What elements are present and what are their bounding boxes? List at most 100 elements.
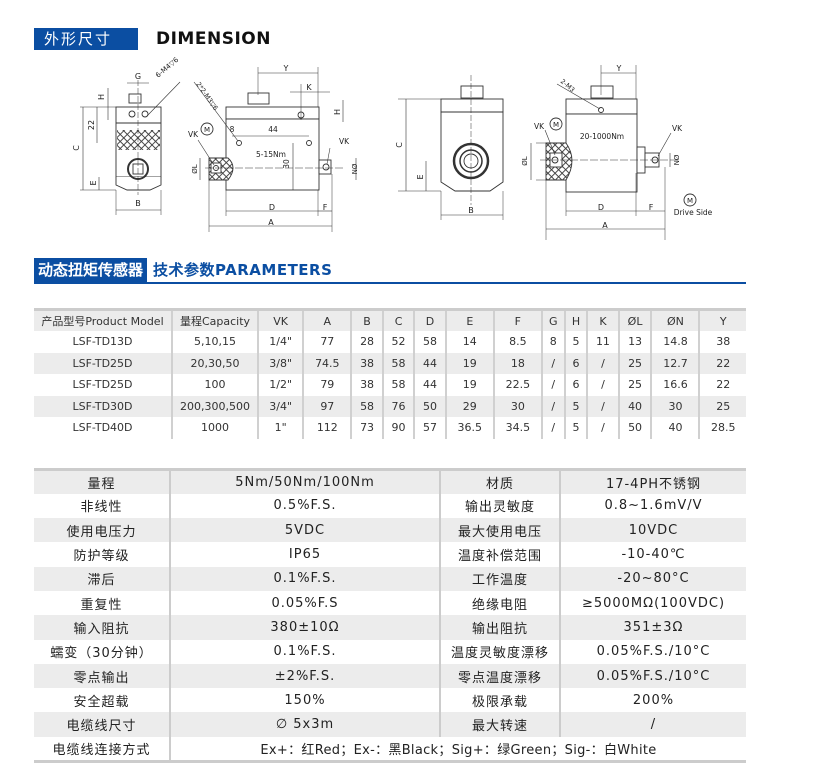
header-n: ØN bbox=[650, 309, 700, 331]
model-dimension-table: 产品型号Product Model 量程Capacity VK A B C D … bbox=[34, 308, 746, 439]
spec-row: 蠕变（30分钟） 0.1%F.S. 温度灵敏度漂移 0.05%F.S./10°C bbox=[34, 639, 746, 664]
svg-text:M: M bbox=[687, 197, 693, 205]
svg-text:Y: Y bbox=[616, 64, 622, 73]
cell-b: 38 bbox=[350, 374, 383, 396]
cell-g: / bbox=[540, 374, 565, 396]
table-row: LSF-TD25D 100 1/2" 79 38 58 44 19 22.5 /… bbox=[34, 374, 746, 396]
svg-text:6-M4▽6: 6-M4▽6 bbox=[154, 55, 180, 79]
cell-k: 11 bbox=[586, 331, 619, 353]
spec-value: -10-40℃ bbox=[621, 547, 686, 563]
cell-n: 14.8 bbox=[650, 331, 700, 353]
cell-vk: 3/4" bbox=[256, 395, 304, 417]
dimension-badge: 外形尺寸 bbox=[34, 28, 138, 50]
spec-label: 输出灵敏度 bbox=[439, 493, 561, 519]
svg-text:D: D bbox=[269, 203, 275, 212]
spec-label: 最大转速 bbox=[439, 712, 561, 737]
spec-label: 蠕变（30分钟） bbox=[34, 639, 171, 664]
spec-label: 零点温度漂移 bbox=[439, 663, 561, 689]
spec-row: 重复性 0.05%F.S 绝缘电阻 ≥5000MΩ(100VDC) bbox=[34, 590, 746, 616]
svg-text:A: A bbox=[602, 221, 608, 230]
cell-e: 14 bbox=[444, 331, 494, 353]
header-h: H bbox=[563, 309, 588, 331]
spec-row: 输入阻抗 380±10Ω 输出阻抗 351±3Ω bbox=[34, 615, 746, 640]
spec-row: 非线性 0.5%F.S. 输出灵敏度 0.8~1.6mV/V bbox=[34, 493, 746, 519]
cell-l: 50 bbox=[617, 417, 652, 439]
svg-text:22: 22 bbox=[87, 120, 96, 130]
cell-y: 22 bbox=[698, 352, 746, 374]
drawing-view-front-small: G H 22 C E B 6-M4▽6 bbox=[72, 55, 181, 215]
spec-value: 0.05%F.S bbox=[271, 595, 339, 611]
spec-label: 重复性 bbox=[34, 590, 171, 616]
cell-h: 6 bbox=[563, 374, 588, 396]
header-l: ØL bbox=[617, 309, 652, 331]
cell-capacity: 100 bbox=[171, 374, 258, 396]
cell-y: 25 bbox=[698, 395, 746, 417]
svg-text:M: M bbox=[204, 126, 210, 134]
svg-text:B: B bbox=[135, 199, 141, 208]
svg-text:5-15Nm: 5-15Nm bbox=[256, 150, 286, 159]
cell-d: 50 bbox=[413, 395, 446, 417]
cell-a: 74.5 bbox=[302, 352, 352, 374]
cell-b: 73 bbox=[350, 417, 383, 439]
table-row: LSF-TD40D 1000 1" 112 73 90 57 36.5 34.5… bbox=[34, 417, 746, 439]
svg-text:C: C bbox=[72, 145, 81, 151]
svg-text:VK: VK bbox=[672, 124, 683, 133]
svg-text:Y: Y bbox=[283, 64, 289, 73]
svg-text:H: H bbox=[97, 94, 106, 100]
spec-value: ≥5000MΩ(100VDC) bbox=[581, 595, 726, 611]
spec-label: 零点输出 bbox=[34, 663, 171, 689]
svg-text:VK: VK bbox=[188, 130, 199, 139]
spec-row: 安全超载 150% 极限承载 200% bbox=[34, 688, 746, 713]
svg-text:VK: VK bbox=[534, 122, 545, 131]
dimension-drawings: G H 22 C E B 6-M4▽6 bbox=[0, 52, 820, 252]
svg-text:B: B bbox=[468, 206, 474, 215]
header-k: K bbox=[586, 309, 619, 331]
header-f: F bbox=[492, 309, 542, 331]
spec-label: 电缆线尺寸 bbox=[34, 712, 171, 737]
spec-row: 零点输出 ±2%F.S. 零点温度漂移 0.05%F.S./10°C bbox=[34, 663, 746, 689]
cell-k: / bbox=[586, 352, 619, 374]
cell-vk: 1/4" bbox=[256, 331, 304, 353]
spec-table: 量程 5Nm/50Nm/100Nm 材质 17-4PH不锈钢 非线性 0.5%F… bbox=[34, 468, 746, 763]
spec-value: ±2%F.S. bbox=[274, 668, 336, 684]
spec-value: / bbox=[650, 717, 657, 733]
cell-c: 58 bbox=[381, 352, 415, 374]
svg-text:8: 8 bbox=[230, 125, 235, 134]
svg-text:44: 44 bbox=[268, 125, 278, 134]
dimension-title: DIMENSION bbox=[156, 29, 271, 49]
svg-text:2-M3: 2-M3 bbox=[559, 77, 577, 94]
cell-l: 40 bbox=[617, 395, 652, 417]
svg-text:VK: VK bbox=[339, 137, 350, 146]
spec-value: 0.1%F.S. bbox=[273, 571, 337, 587]
parameters-header: 动态扭矩传感器 技术参数PARAMETERS bbox=[34, 258, 746, 284]
spec-value: 150% bbox=[284, 692, 326, 708]
svg-text:30: 30 bbox=[282, 159, 291, 169]
svg-text:2*2-M3▽6: 2*2-M3▽6 bbox=[194, 81, 219, 112]
cell-vk: 3/8" bbox=[256, 352, 304, 374]
spec-label: 温度补偿范围 bbox=[439, 542, 561, 567]
spec-value: 5VDC bbox=[284, 522, 326, 538]
cell-d: 44 bbox=[413, 352, 446, 374]
cell-k: / bbox=[586, 374, 619, 396]
cell-b: 58 bbox=[350, 395, 383, 417]
spec-label: 防护等级 bbox=[34, 542, 171, 567]
wiring-value: Ex+：红Red；Ex-：黑Black；Sig+：绿Green；Sig-：白Wh… bbox=[260, 742, 657, 758]
header-c: C bbox=[381, 309, 415, 331]
cell-model: LSF-TD25D bbox=[72, 356, 133, 370]
spec-value: 200% bbox=[632, 692, 675, 708]
spec-label: 材质 bbox=[439, 469, 561, 494]
cell-model: LSF-TD25D bbox=[72, 378, 133, 392]
dimension-header: 外形尺寸 DIMENSION bbox=[34, 28, 271, 50]
spec-value: 0.1%F.S. bbox=[273, 644, 337, 660]
cell-d: 57 bbox=[413, 417, 446, 439]
cell-vk: 1" bbox=[256, 417, 304, 439]
svg-text:F: F bbox=[323, 203, 328, 212]
cell-model: LSF-TD13D bbox=[72, 335, 133, 349]
cell-l: 13 bbox=[617, 331, 652, 353]
drawing-view-side-large: Y 2-M3 M VK VK 20-1000Nm ØL ØN D F A M D… bbox=[521, 64, 713, 240]
table-row: LSF-TD25D 20,30,50 3/8" 74.5 38 58 44 19… bbox=[34, 352, 746, 374]
svg-text:H: H bbox=[333, 109, 342, 115]
spec-row: 防护等级 IP65 温度补偿范围 -10-40℃ bbox=[34, 542, 746, 567]
drawing-view-front-large: C E B bbox=[395, 75, 504, 220]
cell-model: LSF-TD30D bbox=[72, 399, 133, 413]
